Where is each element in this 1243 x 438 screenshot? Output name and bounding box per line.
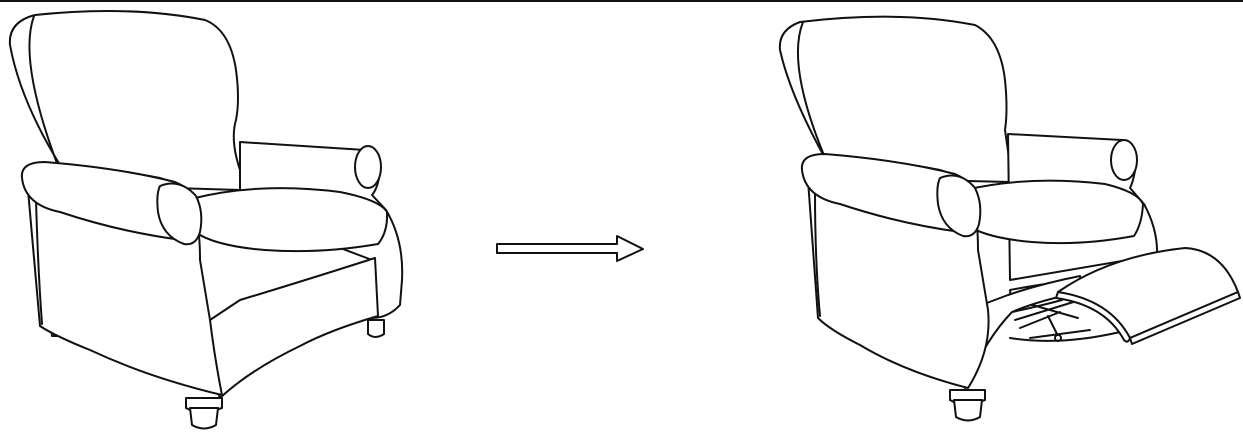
chair-upright-backrest — [8, 10, 241, 191]
chair-reclined-side-seam — [814, 191, 821, 317]
right-arrow-icon — [496, 235, 644, 262]
chair-upright — [8, 10, 404, 430]
chair-upright-back-seam — [28, 15, 59, 167]
chair-reclined-back-seam — [796, 21, 827, 161]
chair-upright-front-leg — [185, 397, 223, 430]
chair-reclined-backrest — [778, 15, 1011, 183]
chair-upright-arm-back-roll — [354, 145, 382, 189]
chair-reclined — [778, 15, 1241, 422]
transition-arrow — [496, 235, 644, 262]
chair-reclined-front-leg — [949, 389, 986, 422]
chair-upright-arm-front-roll — [156, 182, 203, 246]
chair-reclined-footrest — [1055, 247, 1241, 345]
chair-upright-front-body — [209, 257, 379, 399]
chair-reclined-seat-cushion — [964, 179, 1144, 245]
chair-reclined-arm-back-roll — [1110, 139, 1138, 181]
chair-reclined-arm-front-roll — [936, 174, 982, 238]
chair-upright-side-seam — [35, 199, 43, 325]
chair-upright-seat-cushion — [194, 187, 389, 253]
chair-upright-back-leg-right — [367, 319, 385, 338]
